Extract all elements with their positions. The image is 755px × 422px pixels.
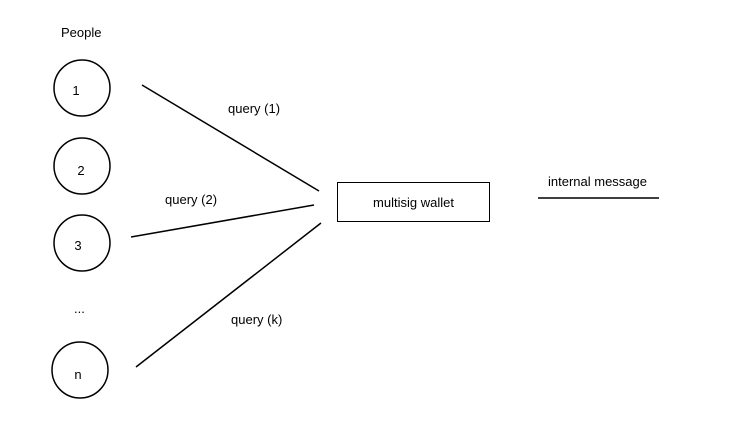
- person-node-3-circle: [53, 214, 111, 272]
- edge-query-1-line: [141, 84, 320, 192]
- ellipsis-label: ...: [74, 301, 85, 316]
- person-node-1-circle: [53, 59, 111, 117]
- internal-message-label: internal message: [548, 174, 647, 189]
- edge-query-k-line: [135, 222, 322, 368]
- multisig-wallet-label: multisig wallet: [373, 194, 454, 210]
- person-node-2-circle: [53, 137, 111, 195]
- person-node-3-label: 3: [74, 238, 82, 253]
- person-node-n-label: n: [74, 367, 82, 382]
- person-node-n-circle: [51, 341, 109, 399]
- edge-query-k-label: query (k): [231, 312, 283, 327]
- person-node-2-label: 2: [77, 163, 85, 178]
- people-heading: People: [61, 25, 102, 40]
- multisig-wallet-box: multisig wallet: [337, 182, 490, 222]
- edge-query-2-label: query (2): [165, 192, 218, 207]
- person-node-1-label: 1: [72, 83, 80, 98]
- edge-query-1-label: query (1): [228, 101, 281, 116]
- edge-query-2-line: [130, 204, 315, 238]
